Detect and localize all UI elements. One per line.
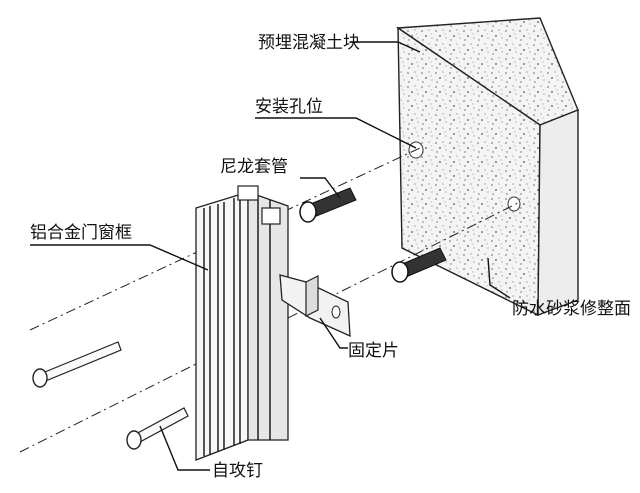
- self-tapping-screw-upper: [32, 341, 122, 388]
- concrete-block: [395, 17, 579, 317]
- self-tapping-screw-lower: [126, 407, 189, 450]
- label-fixing-plate: 固定片: [348, 341, 399, 361]
- label-mortar: 防水砂浆修整面: [512, 299, 631, 319]
- install-hole-marker-2: [507, 196, 521, 212]
- label-frame: 铝合金门窗框: [30, 223, 132, 243]
- fixing-plate: [279, 274, 351, 338]
- label-embedded-block: 预埋混凝土块: [258, 33, 360, 53]
- label-nylon-sleeve: 尼龙套管: [220, 157, 288, 177]
- nylon-sleeve-upper: [299, 187, 357, 223]
- label-screw: 自攻钉: [212, 461, 263, 481]
- aluminum-frame: [195, 185, 289, 461]
- nylon-sleeve-lower: [391, 247, 447, 283]
- label-install-hole: 安装孔位: [255, 97, 323, 117]
- leader-lines: [30, 41, 511, 471]
